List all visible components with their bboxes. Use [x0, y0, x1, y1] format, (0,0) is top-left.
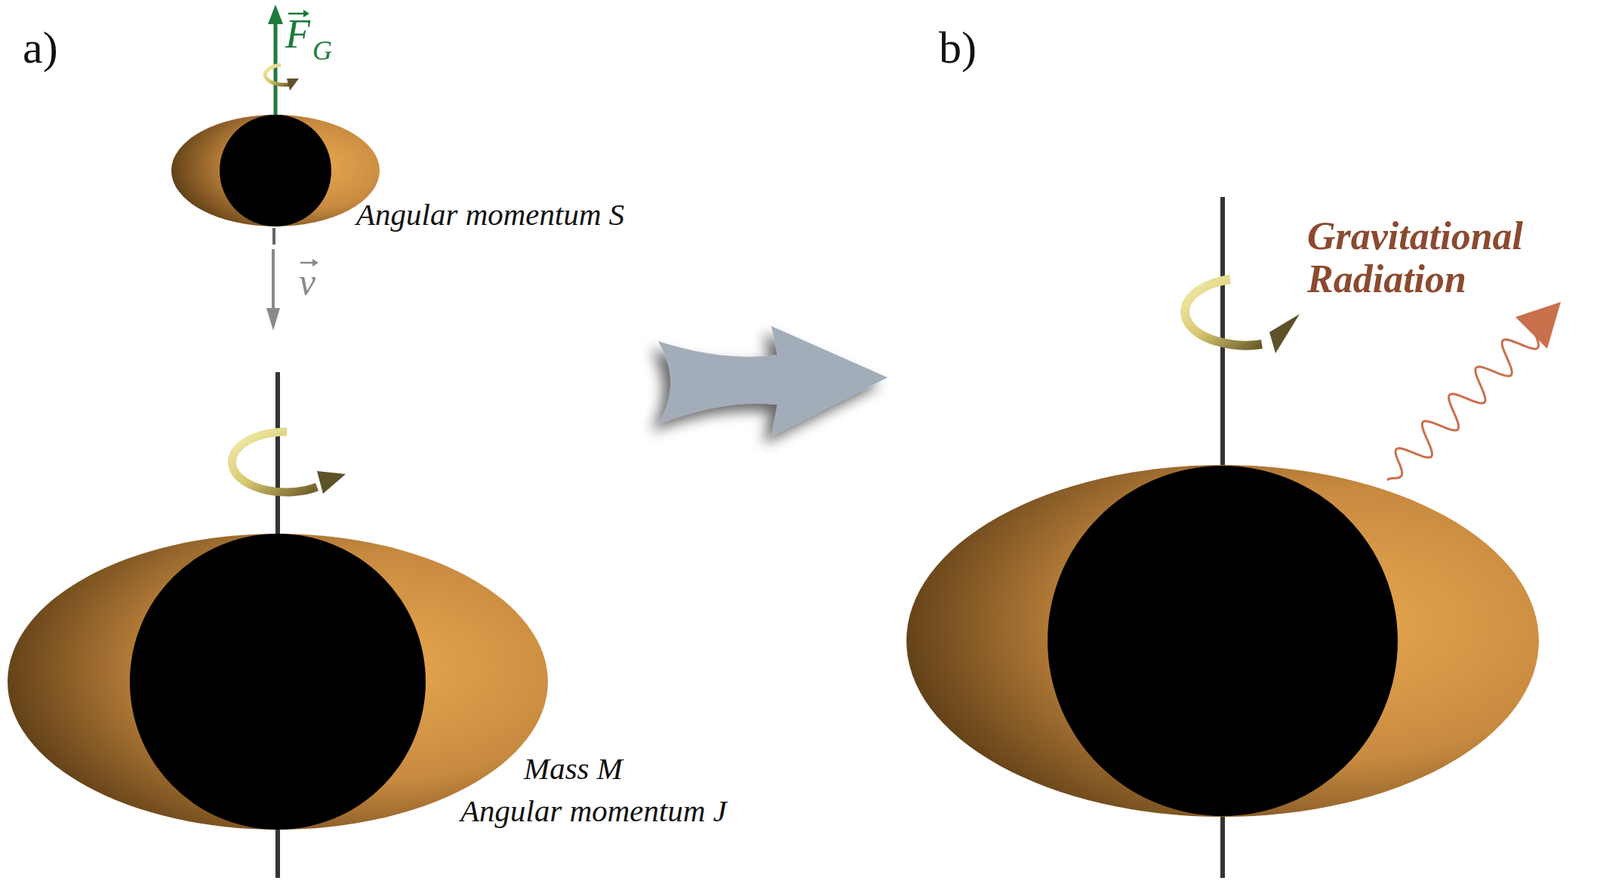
panel-label: b) [938, 22, 977, 73]
spin-label: Angular momentum J [460, 793, 727, 828]
rotation-arrow [1184, 279, 1300, 354]
mass-label: Mass M [523, 751, 623, 786]
small-black-hole [171, 114, 380, 227]
rotation-arrow [264, 64, 299, 91]
velocity-symbol: v [298, 261, 316, 303]
rotation-arrow [231, 431, 346, 494]
spin-label: Angular momentum S [356, 197, 625, 232]
transition-arrow [658, 326, 888, 437]
force-subscript: G [312, 36, 333, 67]
velocity-arrow [266, 227, 319, 331]
radiation-label: Gravitational Radiation [1307, 214, 1594, 301]
force-arrow [267, 4, 284, 115]
gravitational-wave [1387, 301, 1561, 480]
panel-label: a) [22, 22, 59, 73]
force-symbol: F [285, 12, 311, 57]
